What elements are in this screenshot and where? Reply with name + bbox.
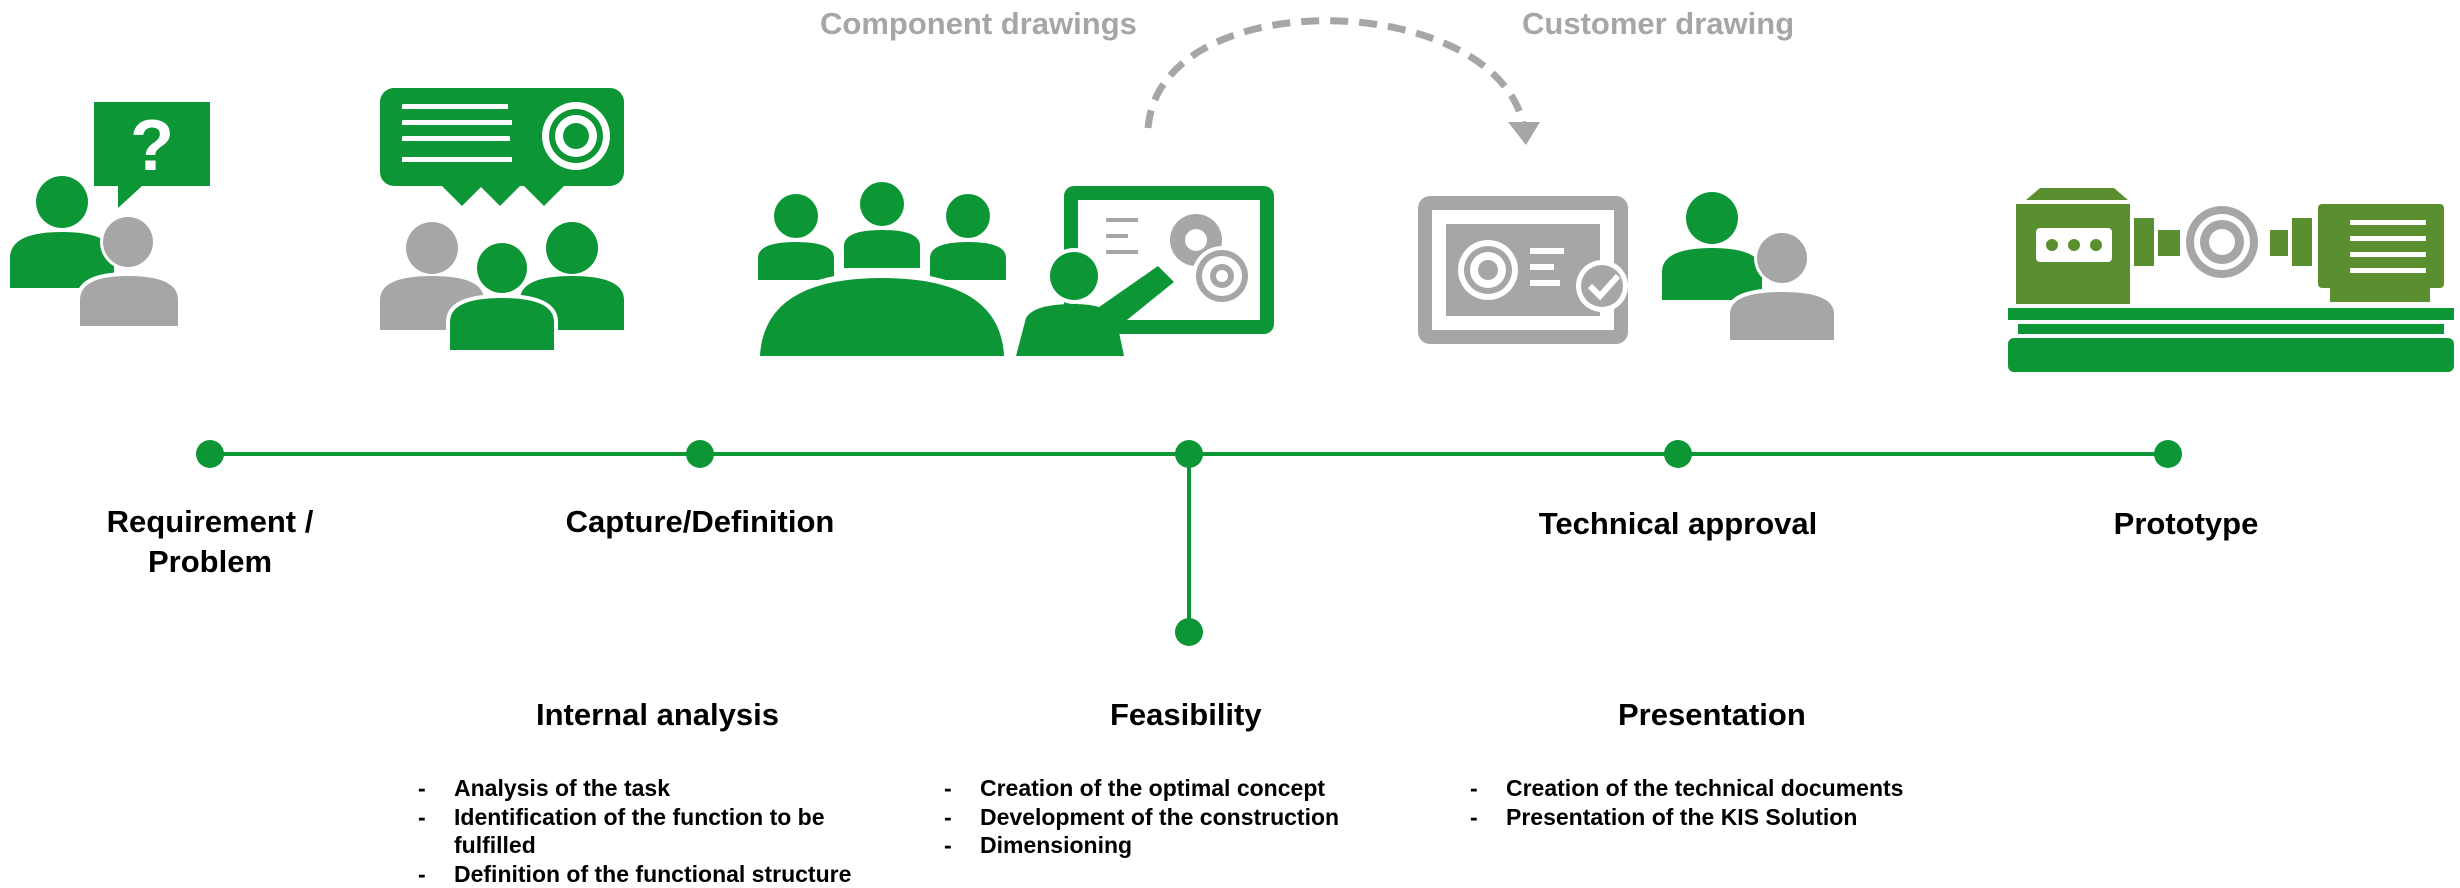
- timeline-dot: [2154, 440, 2182, 468]
- timeline-dot: [1664, 440, 1692, 468]
- list-item: Analysis of the task: [418, 774, 878, 803]
- section-title-feasibility: Feasibility: [1110, 697, 1262, 733]
- list-item: Dimensioning: [944, 831, 1404, 860]
- stage-label-prototype: Prototype: [2066, 504, 2306, 544]
- person-question-icon: ?: [10, 102, 210, 330]
- section-title-internal-analysis: Internal analysis: [536, 697, 779, 733]
- timeline-dot: [686, 440, 714, 468]
- timeline-dot: [1175, 440, 1203, 468]
- team-discussion-icon: [380, 88, 624, 352]
- timeline-dot: [196, 440, 224, 468]
- svg-text:?: ?: [130, 106, 174, 186]
- internal-analysis-list: Analysis of the task Identification of t…: [418, 774, 878, 888]
- approved-drawing-icon: [1418, 192, 1838, 344]
- stage-label-technical-approval: Technical approval: [1498, 504, 1858, 544]
- feasibility-list: Creation of the optimal concept Developm…: [944, 774, 1404, 860]
- label-customer-drawing: Customer drawing: [1522, 6, 1794, 42]
- machine-prototype-icon: [2008, 188, 2454, 372]
- presentation-list: Creation of the technical documents Pres…: [1470, 774, 1990, 831]
- stage-label-requirement: Requirement / Problem: [80, 502, 340, 582]
- list-item: Development of the construction: [944, 803, 1404, 832]
- list-item: Creation of the technical documents: [1470, 774, 1990, 803]
- list-item: Presentation of the KIS Solution: [1470, 803, 1990, 832]
- stage-label-capture: Capture/Definition: [530, 502, 870, 542]
- section-title-presentation: Presentation: [1618, 697, 1806, 733]
- arrowhead-icon: [1508, 122, 1540, 145]
- label-component-drawings: Component drawings: [820, 6, 1137, 42]
- list-item: Definition of the functional structure: [418, 860, 878, 888]
- timeline-dot: [1175, 618, 1203, 646]
- drawing-exchange-arrow: [1148, 21, 1524, 128]
- meeting-presentation-icon: [756, 182, 1274, 356]
- list-item: Identification of the function to be ful…: [418, 803, 878, 860]
- list-item: Creation of the optimal concept: [944, 774, 1404, 803]
